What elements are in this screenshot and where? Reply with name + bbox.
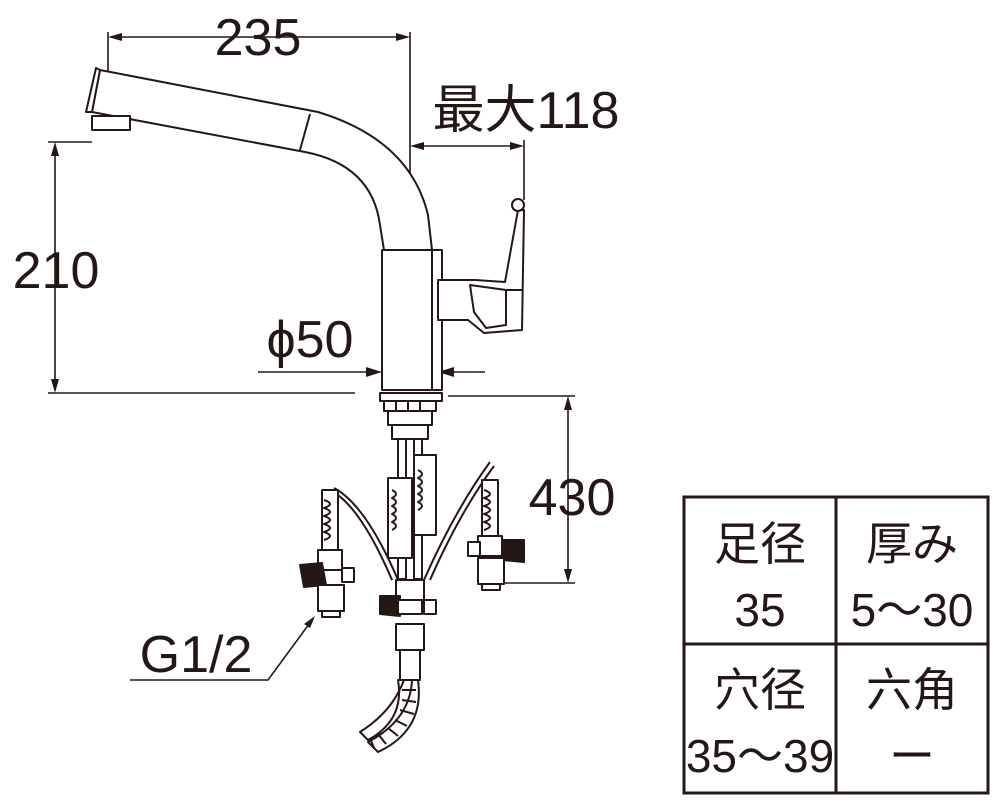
- dim-body-diameter: ϕ50: [267, 311, 354, 369]
- spec-label-foot-diameter: 足径: [714, 518, 806, 570]
- faucet-body: [85, 67, 525, 753]
- spec-label-thickness: 厚み: [866, 518, 958, 570]
- dim-spout-reach: 235: [215, 9, 302, 67]
- spec-label-hex: 六角: [866, 664, 958, 716]
- spec-table: 足径 35 厚み 5～30 穴径 35～39 六角 ー: [682, 495, 990, 795]
- dim-connection: G1/2: [140, 626, 253, 684]
- spec-value-hex: ー: [889, 730, 935, 782]
- dim-height: 210: [13, 242, 100, 300]
- spec-value-hole-diameter: 35～39: [686, 730, 834, 782]
- spec-value-foot-diameter: 35: [734, 584, 785, 636]
- spec-label-hole-diameter: 穴径: [714, 664, 806, 716]
- dim-hose-length: 430: [529, 469, 616, 527]
- dim-max-reach: 最大118: [433, 82, 620, 140]
- spec-value-thickness: 5～30: [851, 584, 974, 636]
- dimension-arrows: [51, 33, 572, 628]
- dimension-lines: [48, 32, 575, 681]
